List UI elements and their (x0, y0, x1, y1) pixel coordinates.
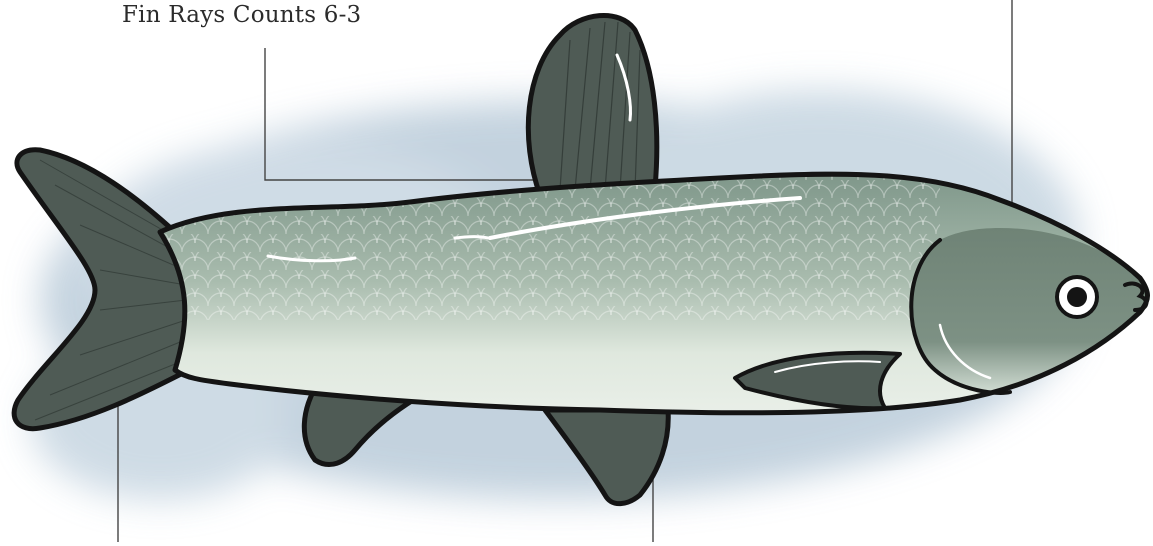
fish-body (160, 170, 1148, 413)
dorsal-fin-label: Fin Rays Counts 6-3 (122, 2, 361, 28)
dorsal-fin (528, 15, 657, 195)
fish-eye (1057, 277, 1097, 317)
